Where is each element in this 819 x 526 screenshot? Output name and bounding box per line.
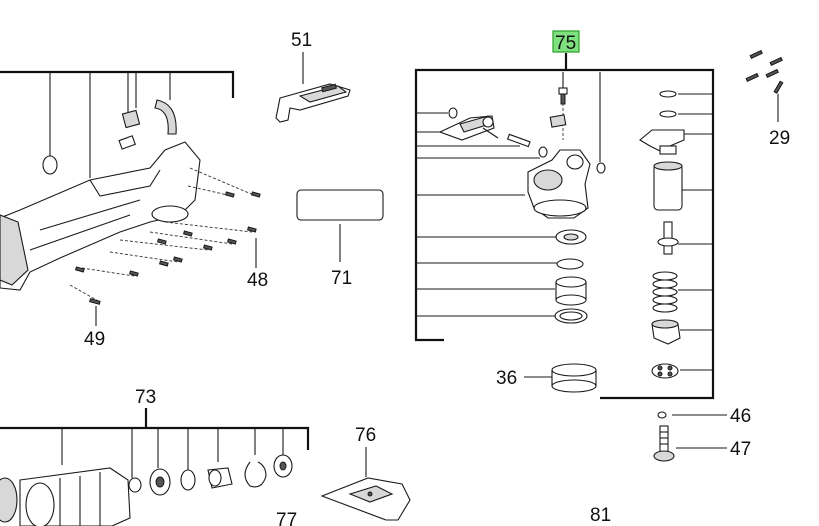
gear-head-bracket [414, 68, 715, 400]
label-plate-part: 71 [296, 189, 384, 289]
label-75: 75 [555, 33, 576, 54]
gear-head-group: 75 [414, 30, 715, 400]
housing-screws [69, 167, 261, 326]
circlip [556, 258, 584, 270]
block-part [121, 109, 141, 129]
motor-group: 73 77 [0, 387, 310, 526]
label-81: 81 [590, 505, 611, 526]
clamp-lever [639, 129, 685, 153]
label-76: 76 [355, 425, 376, 446]
housing-bracket [0, 70, 235, 98]
pins-part-29: 29 [745, 49, 790, 149]
spring-part [652, 271, 678, 313]
spindle-sleeve [653, 163, 683, 211]
label-plate [296, 189, 384, 221]
label-73: 73 [135, 387, 156, 408]
motor-bracket [0, 426, 310, 450]
label-77: 77 [276, 510, 297, 526]
label-47: 47 [730, 439, 751, 460]
label-49: 49 [84, 329, 105, 350]
spindle-bolt-group: 46 47 [653, 406, 751, 462]
o-ring-46 [657, 411, 667, 419]
label-51: 51 [291, 30, 312, 51]
label-29: 29 [769, 128, 790, 149]
motor-housing [0, 141, 201, 291]
label-48: 48 [247, 270, 268, 291]
bolt-47 [659, 425, 669, 455]
cap-part [42, 155, 58, 175]
pad-part [118, 135, 136, 150]
sanding-pad-part: 76 [320, 425, 411, 521]
curved-clip-part [154, 99, 177, 135]
label-46: 46 [730, 406, 751, 427]
highlight-box-75 [552, 30, 580, 53]
switch-slider-part: 51 [275, 30, 351, 123]
housing-group: 48 49 [0, 70, 268, 350]
label-71: 71 [331, 268, 352, 289]
washer-part [651, 363, 679, 379]
label-36: 36 [496, 368, 517, 389]
fan [0, 477, 18, 523]
